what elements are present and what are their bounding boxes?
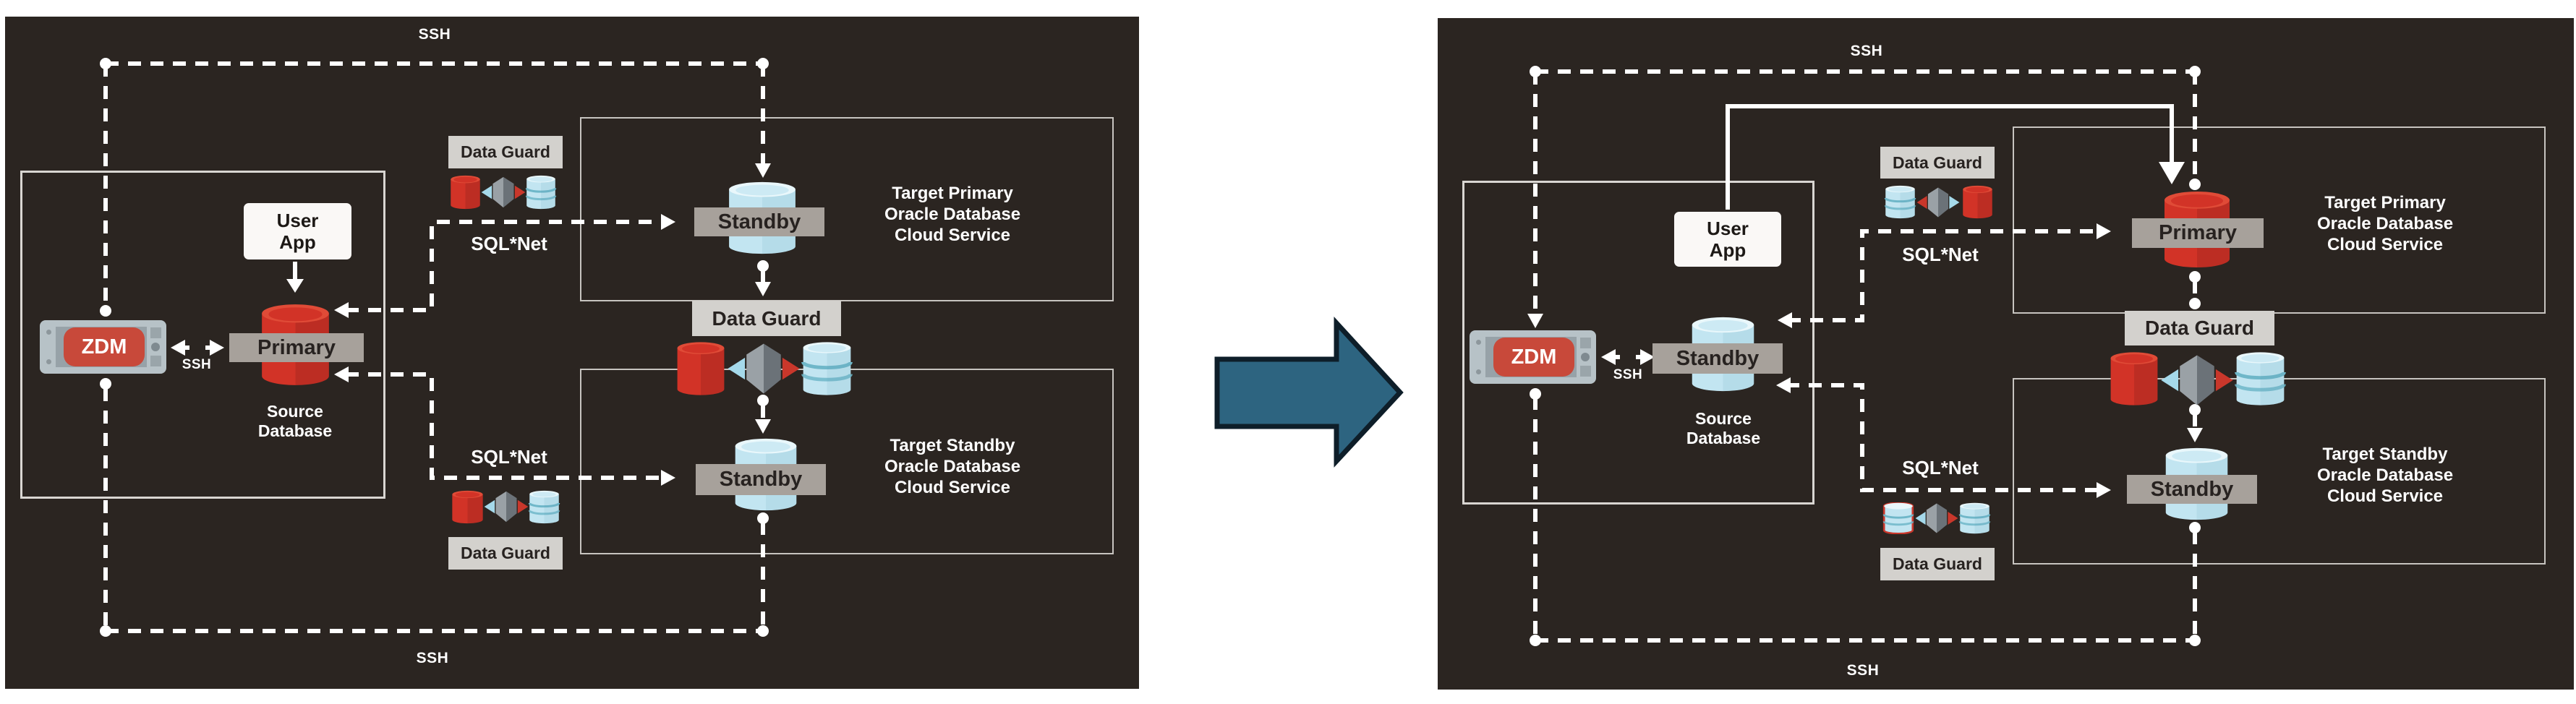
right-dg-mid-label: Data Guard: [2125, 311, 2274, 345]
right-ssh-top-label: SSH: [1850, 43, 1883, 59]
right-dg-top-label: Data Guard: [1880, 147, 1995, 179]
right-zdm-ssh-label: SSH: [1613, 367, 1643, 382]
caption-line: Database: [1686, 429, 1761, 447]
right-target-primary-caption: Target Primary Oracle Database Cloud Ser…: [2269, 192, 2501, 255]
left-source-box: [20, 171, 385, 499]
right-dg-bottom-label: Data Guard: [1880, 548, 1995, 580]
zdm-led: [1581, 353, 1590, 361]
caption-line: Oracle Database: [2316, 214, 2454, 233]
user-app-line: App: [1709, 239, 1747, 261]
caption-line: Oracle Database: [884, 457, 1021, 476]
zdm-port: [150, 327, 161, 338]
left-target-primary-role-band: Standby: [694, 207, 824, 236]
left-zdm-label: ZDM: [64, 327, 145, 366]
right-source-box: [1462, 181, 1814, 505]
left-sqlnet-top-label: SQL*Net: [471, 233, 547, 254]
caption-line: Cloud Service: [894, 478, 1011, 497]
zdm-led: [151, 343, 160, 351]
left-target-primary-caption: Target Primary Oracle Database Cloud Ser…: [837, 183, 1068, 246]
left-sqlnet-bottom-label: SQL*Net: [471, 446, 547, 468]
zdm-screw: [46, 330, 51, 335]
zdm-screw: [46, 359, 51, 364]
left-dg-top-label: Data Guard: [448, 136, 563, 168]
right-zdm-server-icon: ZDM: [1470, 330, 1596, 384]
caption-line: Target Standby: [890, 436, 1015, 455]
right-target-primary-role-band: Primary: [2132, 218, 2264, 248]
left-ssh-bottom-label: SSH: [416, 650, 449, 666]
right-target-standby-caption: Target Standby Oracle Database Cloud Ser…: [2269, 444, 2501, 507]
user-app-line: User: [1707, 218, 1749, 239]
caption-line: Oracle Database: [2316, 465, 2454, 485]
zdm-port: [1580, 366, 1591, 377]
caption-line: Cloud Service: [2326, 486, 2444, 506]
caption-line: Cloud Service: [2326, 235, 2444, 254]
caption-line: Oracle Database: [884, 205, 1021, 224]
left-source-role-band: Primary: [229, 333, 364, 362]
user-app-line: User: [276, 210, 319, 231]
user-app-line: App: [279, 231, 316, 253]
left-user-app-box: User App: [242, 201, 354, 262]
right-source-role-band: Standby: [1652, 343, 1783, 374]
right-target-standby-role-band: Standby: [2127, 475, 2257, 504]
right-ssh-bottom-label: SSH: [1846, 662, 1880, 679]
caption-line: Target Standby: [2322, 445, 2448, 464]
left-zdm-server-icon: ZDM: [40, 320, 166, 374]
caption-line: Source: [267, 402, 323, 421]
left-target-standby-role-band: Standby: [696, 464, 826, 495]
zdm-screw: [1476, 369, 1481, 374]
caption-line: Target Primary: [2324, 193, 2446, 213]
right-target-primary-box: [2013, 126, 2546, 314]
zdm-port: [1580, 338, 1591, 348]
transition-arrow: [1214, 317, 1404, 468]
right-sqlnet-bottom-label: SQL*Net: [1902, 457, 1979, 478]
left-ssh-top-label: SSH: [418, 26, 451, 43]
left-diagram-panel: [5, 17, 1139, 689]
right-user-app-box: User App: [1672, 210, 1783, 269]
right-zdm-label: ZDM: [1493, 338, 1574, 377]
caption-line: Database: [257, 421, 333, 440]
caption-line: Target Primary: [892, 184, 1013, 203]
left-target-primary-box: [580, 117, 1114, 301]
right-source-caption: Source Database: [1651, 409, 1796, 448]
left-dg-bottom-label: Data Guard: [448, 537, 563, 570]
left-source-caption: Source Database: [223, 402, 367, 441]
right-sqlnet-top-label: SQL*Net: [1902, 244, 1979, 265]
left-zdm-ssh-label: SSH: [182, 357, 212, 372]
left-target-standby-caption: Target Standby Oracle Database Cloud Ser…: [837, 435, 1068, 498]
zdm-screw: [1476, 340, 1481, 345]
left-dg-mid-label: Data Guard: [692, 301, 841, 336]
caption-line: Cloud Service: [894, 226, 1011, 245]
caption-line: Source: [1695, 409, 1752, 428]
zdm-port: [150, 356, 161, 366]
